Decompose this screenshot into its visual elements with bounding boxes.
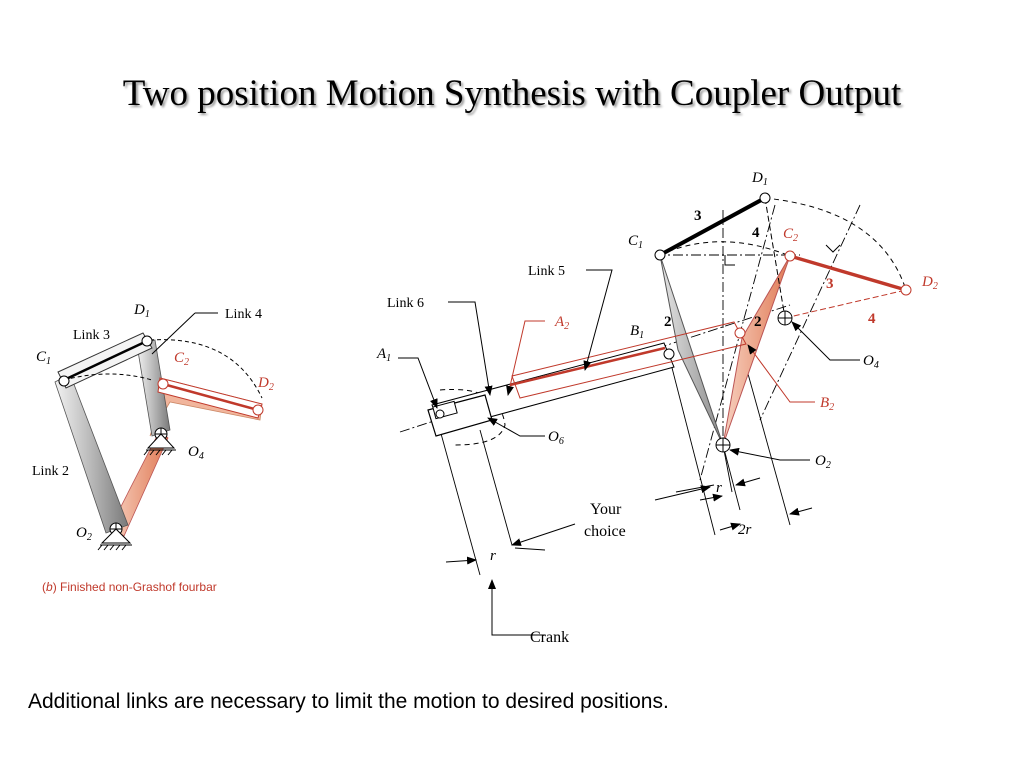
joint-d1-left: [141, 335, 153, 347]
joint-d2: [900, 284, 912, 296]
label-c2: C2: [783, 226, 798, 244]
num-3-red: 3: [826, 276, 834, 292]
link5-bar-pos2: [511, 321, 747, 399]
label-b1: B1: [630, 323, 644, 341]
label-d2: D2: [921, 274, 938, 292]
joint-a1: [435, 409, 445, 419]
pivot-o4: [777, 310, 793, 326]
joint-c1: [654, 249, 666, 261]
label-d2: D2: [257, 375, 274, 393]
label-a1: A1: [376, 346, 391, 364]
joint-b1: [663, 348, 675, 360]
label-r-crank: r: [490, 548, 496, 564]
joint-d2-left: [252, 404, 264, 416]
label-r-small: r: [716, 480, 722, 496]
label-o6: O6: [548, 429, 564, 447]
joint-b2: [734, 327, 746, 339]
label-o4: O4: [863, 353, 879, 371]
joint-c1-left: [58, 375, 70, 387]
arc-c1-c2: [659, 241, 791, 257]
ground-pivot-o2-left: [97, 522, 132, 551]
left-figure-caption: (b) Finished non-Grashof fourbar: [42, 580, 217, 594]
label-link4: Link 4: [225, 307, 262, 322]
num-4-top: 4: [752, 225, 760, 241]
num-3-top: 3: [694, 208, 702, 224]
label-o2: O2: [815, 453, 831, 471]
label-link6: Link 6: [387, 296, 424, 311]
ground-pivot-o4-left: [143, 427, 176, 456]
label-link3: Link 3: [73, 328, 110, 343]
link3-black: [659, 196, 766, 257]
num-2-right: 2: [754, 314, 762, 330]
joint-d1: [759, 192, 771, 204]
label-choice: choice: [584, 523, 626, 540]
left-link3-red-line: [162, 382, 259, 412]
pivot-o2: [715, 437, 731, 453]
left-fourbar-figure: Link 3 Link 4 Link 2 C1 D1 C2 D2 O4 O2 (…: [32, 302, 274, 594]
label-b2: B2: [820, 395, 834, 413]
right-angle-2: [825, 244, 841, 253]
link3-red: [789, 254, 907, 292]
slide-title: Two position Motion Synthesis with Coupl…: [122, 73, 902, 114]
right-sixbar-figure: D1 C1 C2 D2 Link 5 Link 6 A2 A1 B1 B2 O4…: [376, 170, 938, 646]
label-o2: O2: [76, 525, 92, 543]
link4-line: [764, 197, 786, 319]
leader-link4-diag: [151, 312, 196, 355]
label-d1: D1: [133, 302, 150, 320]
label-2r: 2r: [738, 522, 752, 538]
label-link5: Link 5: [528, 264, 565, 279]
joint-c2: [784, 250, 796, 262]
label-a2: A2: [554, 314, 569, 332]
link2-triangle-salmon: [722, 255, 791, 446]
link4-red: [784, 289, 907, 319]
mechanism-diagrams: Link 3 Link 4 Link 2 C1 D1 C2 D2 O4 O2 (…: [32, 170, 938, 646]
arc-o6: [439, 388, 506, 446]
joint-c2-left: [157, 378, 169, 390]
link2-triangle-gray: [659, 254, 724, 446]
label-crank: Crank: [530, 629, 569, 646]
left-link2: [54, 373, 129, 534]
left-link3-line: [63, 339, 148, 382]
label-c1: C1: [628, 233, 643, 251]
label-o4: O4: [188, 444, 204, 462]
num-2-left: 2: [664, 314, 672, 330]
num-4-red: 4: [868, 311, 876, 327]
slide-caption: Additional links are necessary to limit …: [28, 690, 669, 713]
label-d1: D1: [751, 170, 768, 188]
leaders: [398, 269, 860, 636]
label-c2: C2: [174, 350, 189, 368]
left-dashed-arc-2: [63, 373, 153, 381]
label-c1: C1: [36, 349, 51, 367]
right-angle-1: [724, 255, 735, 266]
label-your: Your: [590, 501, 622, 518]
label-link2: Link 2: [32, 464, 69, 479]
arc-d1-d2: [764, 197, 907, 291]
